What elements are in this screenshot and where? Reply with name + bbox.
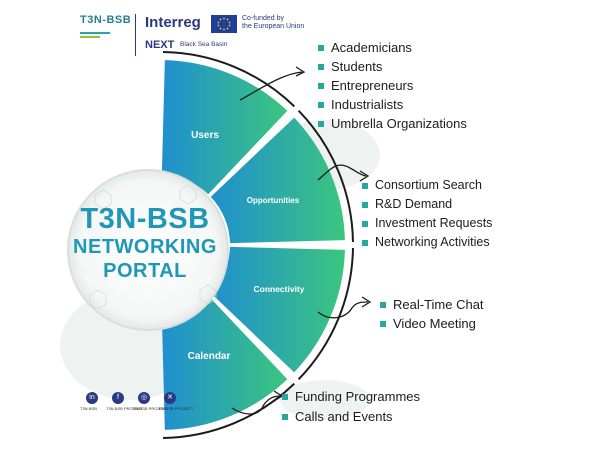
segment-calendar[interactable] [161,295,288,430]
segment-label-calendar[interactable]: Calendar [187,351,231,362]
list-item-label: Students [331,59,383,74]
arrow-users-head [295,66,306,77]
list-item-label: Academicians [331,40,412,55]
bullet-icon [282,394,288,400]
background-blob [280,380,370,420]
list-item-label: Funding Programmes [295,389,420,404]
list-item-label: Industrialists [331,97,404,112]
list-item: Networking Activities [362,233,492,252]
list-item: Funding Programmes [282,387,420,407]
segment-outline-users [163,51,296,108]
cofunded-line-1: Co-funded by [242,15,285,22]
bullet-icon [362,220,368,227]
portal-title: T3N-BSB NETWORKING PORTAL [70,203,220,283]
region-label: Black Sea Basin [180,41,228,48]
list-item: Calls and Events [282,407,420,427]
bullet-icon [318,101,324,108]
title-line-1: T3N-BSB [80,203,210,235]
arrow-opportunities-head [359,170,370,182]
list-item-label: Real-Time Chat [393,297,484,312]
project-logo: T3N-BSB [80,12,142,46]
bullet-icon [362,182,368,189]
eu-flag-icon [211,15,237,33]
arrow-calendar [231,395,281,415]
segment-label-users[interactable]: Users [191,130,219,141]
bullet-icon [318,63,324,70]
segment-users[interactable] [161,60,288,195]
bullet-icon [380,320,386,327]
segment-outline-opportunities [297,109,354,242]
list-item-label: Umbrella Organizations [331,116,467,131]
social-caption: T3NBSB PROJECT [132,406,168,411]
social-caption: T3N-BSB PROJECT [106,406,143,411]
arrow-opportunities [317,164,367,181]
list-item-label: Entrepreneurs [331,78,414,93]
bullet-icon [362,201,368,208]
title-line-2: NETWORKING [73,236,217,258]
bullet-icon [318,44,324,51]
arrows-group [231,66,372,415]
list-item: Industrialists [318,95,467,114]
facebook-icon[interactable]: f [112,392,124,404]
list-item-label: R&D Demand [375,197,453,211]
list-item: Video Meeting [380,314,484,333]
segment-outline-connectivity [297,248,354,381]
social-caption: T3NBSB PROJECT [158,406,194,411]
segment-opportunities[interactable] [210,117,345,244]
list-item: Entrepreneurs [318,76,467,95]
next-label: NEXT [145,39,175,51]
bullet-icon [318,82,324,89]
segment-label-opportunities[interactable]: Opportunities [246,196,300,205]
bullet-icon [380,301,386,308]
cofunded-label: Co-funded by the European Union [242,15,312,31]
segment-outline-calendar [163,382,296,439]
header-separator [135,14,136,56]
list-item-label: Video Meeting [393,316,476,331]
list-item: Students [318,57,467,76]
interreg-logo-text: Interreg [145,14,201,31]
project-logo-mark [80,32,110,38]
list-item: R&D Demand [362,195,492,214]
segment-connectivity[interactable] [210,246,345,373]
segment-label-connectivity[interactable]: Connectivity [253,284,305,294]
list-item: Consortium Search [362,176,492,195]
social-caption: T3N-BSB [80,406,97,411]
linkedin-icon[interactable]: in [86,392,98,404]
arrow-connectivity [317,301,369,319]
hex-pattern [89,184,217,310]
arrow-connectivity-head [361,296,372,308]
list-item-label: Calls and Events [295,409,393,424]
list-item: Investment Requests [362,214,492,233]
list-item: Real-Time Chat [380,295,484,314]
bullet-icon [282,414,288,420]
title-line-3: PORTAL [103,260,187,282]
segments-group [161,51,354,439]
arrow-users [239,71,303,101]
bullet-icon [362,239,368,246]
list-item-label: Investment Requests [375,216,493,230]
list-item-label: Networking Activities [375,235,490,249]
twitter-icon[interactable]: ✕ [164,392,176,404]
list-item: Umbrella Organizations [318,114,467,133]
project-logo-text: T3N-BSB [80,14,132,26]
cofunded-line-2: the European Union [242,23,305,30]
instagram-icon[interactable]: ◎ [138,392,150,404]
bullet-icon [318,120,324,127]
list-item-label: Consortium Search [375,178,482,192]
list-item: Academicians [318,38,467,57]
center-circle [67,169,229,331]
